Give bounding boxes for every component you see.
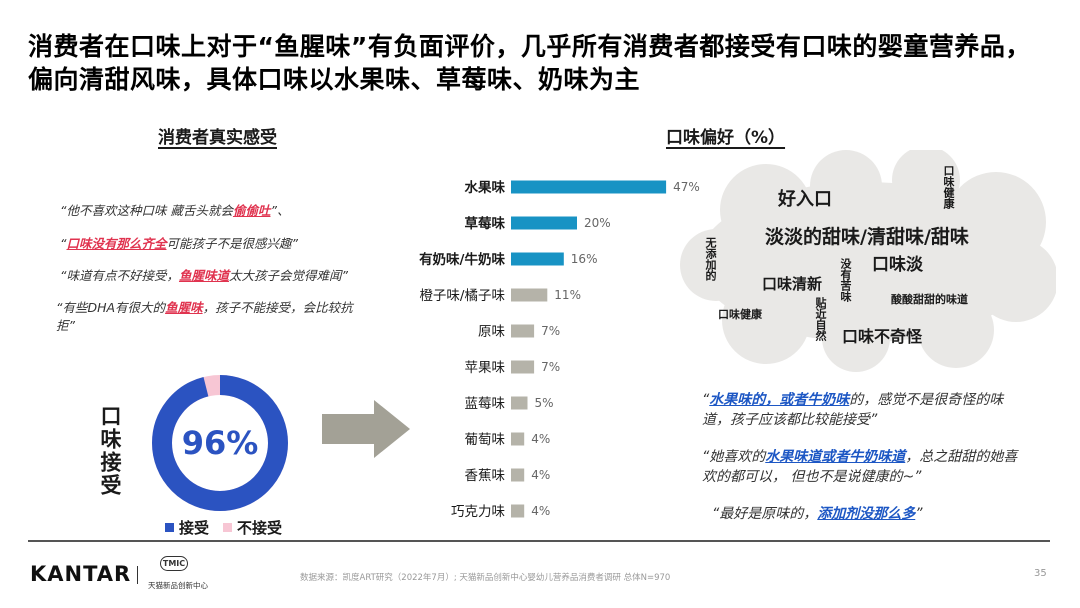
bar bbox=[511, 288, 548, 302]
slide-title: 消费者在口味上对于“鱼腥味”有负面评价，几乎所有消费者都接受有口味的婴童营养品，… bbox=[28, 32, 1031, 94]
quote-text: 可能孩子不是很感兴趣” bbox=[166, 236, 298, 251]
donut-svg bbox=[152, 375, 288, 511]
category-label: 苹果味 bbox=[465, 360, 506, 376]
category-label: 草莓味 bbox=[465, 215, 506, 232]
bar bbox=[511, 252, 564, 266]
value-label: 4% bbox=[531, 504, 550, 518]
bar bbox=[511, 216, 577, 230]
category-label: 蓝莓味 bbox=[465, 396, 506, 412]
quote-4: “有些DHA有很大的鱼腥味，孩子不能接受，会比较抗拒” bbox=[56, 299, 366, 335]
bar bbox=[511, 504, 525, 518]
tmic-logo-name: 天猫新品创新中心 bbox=[148, 581, 208, 590]
quote-3: “味道有点不好接受，鱼腥味道太大孩子会觉得难闻” bbox=[60, 267, 370, 285]
value-label: 7% bbox=[541, 360, 560, 374]
quote-text: 的，感觉不是很奇怪的味道，孩子应该都比较能接受” bbox=[702, 392, 1004, 428]
donut-value: 96% bbox=[181, 424, 259, 462]
bar bbox=[511, 360, 535, 374]
cloud-word: 好入口 bbox=[778, 189, 832, 210]
quote-text: “他不喜欢这种口味 藏舌头就会 bbox=[60, 203, 233, 218]
quote-highlight: 添加剂没那么多 bbox=[817, 506, 916, 522]
legend-item-accept: 接受 bbox=[165, 517, 209, 538]
cloud-word: 淡淡的甜味/清甜味/甜味 bbox=[765, 226, 969, 248]
bar bbox=[511, 468, 525, 482]
cloud-word-vertical: 没有苦味 bbox=[839, 258, 852, 302]
donut-side-label: 口味接受 bbox=[98, 405, 122, 497]
legend-label: 接受 bbox=[179, 519, 210, 537]
legend-swatch bbox=[223, 523, 233, 532]
cloud-word-vertical: 无添加的 bbox=[704, 237, 717, 281]
value-label: 7% bbox=[541, 324, 560, 338]
quote-text: “ bbox=[60, 236, 67, 251]
value-label: 4% bbox=[531, 468, 550, 482]
cloud-word: 酸酸甜甜的味道 bbox=[891, 293, 968, 306]
donut-legend: 接受 不接受 bbox=[165, 517, 282, 538]
value-label: 4% bbox=[531, 432, 550, 446]
quote-text: ，总之甜甜的她喜欢的都可以， 但也不是说健康的~” bbox=[702, 449, 1018, 485]
tmic-logo: TMIC bbox=[160, 556, 188, 571]
quote-1: “他不喜欢这种口味 藏舌头就会偷偷吐”、 bbox=[60, 202, 360, 220]
cloud-word: 口味淡 bbox=[872, 255, 923, 275]
category-label: 有奶味/牛奶味 bbox=[419, 251, 505, 268]
legend-item-reject: 不接受 bbox=[223, 517, 282, 538]
acceptance-donut: 96% bbox=[152, 375, 288, 511]
quote-2: “口味没有那么齐全可能孩子不是很感兴趣” bbox=[60, 235, 360, 253]
quote-text: ”、 bbox=[270, 203, 290, 218]
quote-highlight: 口味没有那么齐全 bbox=[66, 236, 167, 251]
flavor-bar-chart: 水果味 47% 草莓味 20% 有奶味/牛奶味 16% 橙子味/橘子味 11% 原味 7% 苹果味 7… bbox=[419, 179, 700, 520]
logo-separator bbox=[137, 566, 138, 584]
cloud-word: 口味不奇怪 bbox=[842, 327, 923, 346]
cloud-word-vertical: 口味健康 bbox=[942, 165, 955, 209]
quote-highlight: 水果味道或者牛奶味道 bbox=[765, 449, 906, 465]
quote-highlight: 鱼腥味 bbox=[165, 300, 203, 315]
quote-text: 太大孩子会觉得难闻” bbox=[229, 268, 348, 283]
quote-text: ” bbox=[915, 506, 923, 522]
category-label: 葡萄味 bbox=[465, 432, 506, 448]
legend-label: 不接受 bbox=[237, 519, 283, 537]
quote-text: “最好是原味的， bbox=[712, 506, 818, 522]
quote-text: “有些DHA有很大的 bbox=[56, 300, 166, 315]
kantar-logo: KANTAR bbox=[30, 562, 132, 586]
footer-divider bbox=[28, 540, 1050, 542]
quote-highlight: 水果味的，或者牛奶味 bbox=[709, 392, 850, 408]
right-quote-1: “水果味的，或者牛奶味的，感觉不是很奇怪的味道，孩子应该都比较能接受” bbox=[702, 390, 1022, 430]
bar bbox=[511, 432, 525, 446]
page-number: 35 bbox=[1034, 568, 1047, 579]
right-quote-3: “最好是原味的，添加剂没那么多” bbox=[712, 504, 1032, 524]
right-quote-2: “她喜欢的水果味道或者牛奶味道，总之甜甜的她喜欢的都可以， 但也不是说健康的~” bbox=[702, 447, 1022, 487]
category-label: 水果味 bbox=[465, 179, 506, 196]
section-heading-flavor-preference: 口味偏好（%） bbox=[666, 128, 786, 148]
category-label: 香蕉味 bbox=[465, 468, 506, 484]
value-label: 20% bbox=[584, 216, 611, 230]
value-label: 16% bbox=[571, 252, 598, 266]
quote-highlight: 偷偷吐 bbox=[232, 203, 271, 218]
quote-text: “她喜欢的 bbox=[702, 449, 766, 465]
right-arrow-icon bbox=[322, 400, 410, 458]
word-cloud-bubble bbox=[680, 150, 1056, 372]
quote-text: “ bbox=[702, 392, 710, 408]
cloud-word: 口味清新 bbox=[762, 275, 823, 293]
category-label: 巧克力味 bbox=[451, 504, 505, 520]
section-heading-consumer-feedback: 消费者真实感受 bbox=[158, 128, 277, 148]
value-label: 5% bbox=[535, 396, 554, 410]
bar bbox=[511, 396, 528, 410]
quote-text: ，孩子不能接受，会比较抗拒” bbox=[56, 300, 353, 333]
value-label: 11% bbox=[554, 288, 581, 302]
donut-accept-arc bbox=[152, 375, 288, 511]
bar bbox=[511, 324, 535, 338]
category-label: 原味 bbox=[478, 324, 505, 340]
bar bbox=[511, 180, 667, 194]
quote-text: “味道有点不好接受， bbox=[60, 268, 179, 283]
quote-highlight: 鱼腥味道 bbox=[178, 268, 229, 283]
category-label: 橙子味/橘子味 bbox=[419, 288, 505, 304]
legend-swatch bbox=[165, 523, 174, 532]
cloud-word-vertical: 贴近自然 bbox=[814, 297, 827, 341]
value-label: 47% bbox=[673, 180, 700, 194]
cloud-word: 口味健康 bbox=[718, 308, 762, 321]
data-source-note: 数据来源：凯度ART研究（2022年7月）; 天猫新品创新中心婴幼儿营养品消费者… bbox=[300, 573, 671, 583]
